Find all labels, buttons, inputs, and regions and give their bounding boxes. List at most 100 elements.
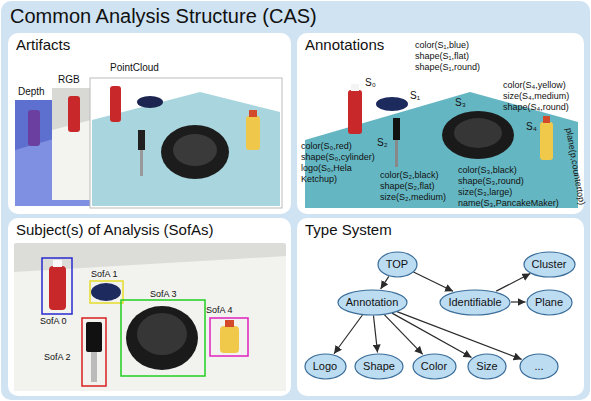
sofa-box <box>121 300 205 376</box>
image-label: RGB <box>58 74 80 86</box>
type-ellipse: Annotation <box>337 289 408 316</box>
sofa-label: SofA 2 <box>44 352 71 363</box>
main-title: Common Analysis Structure (CAS) <box>10 4 317 28</box>
segment-id: S₀ <box>365 77 376 89</box>
ellipse-shape <box>524 252 575 277</box>
type-name: Cluster <box>532 258 567 271</box>
ellipse-shape <box>520 354 558 379</box>
ellipse-shape <box>440 290 510 315</box>
photo-spatula-handle <box>91 352 97 382</box>
ellipse-shape <box>338 290 407 315</box>
panel-heading: Type System <box>305 221 392 239</box>
annotation-fact: shape(S₁,flat) <box>415 51 469 62</box>
type-name: Shape <box>363 360 395 373</box>
inheritance-arrow <box>384 315 422 355</box>
pc-bottle-cap <box>249 110 257 117</box>
photo-ketchup <box>49 266 66 310</box>
annotation-fact: name(S₃,PancakeMaker) <box>458 198 559 209</box>
pc-spatula <box>138 130 145 150</box>
spatula-head <box>393 118 400 140</box>
type-name: Annotation <box>346 296 399 309</box>
type-name: Color <box>421 360 447 373</box>
annotation-fact: color(S₁,blue) <box>415 40 469 51</box>
type-ellipse: TOP <box>377 251 418 278</box>
segment-id: S₃ <box>455 97 466 109</box>
countertop-plane <box>305 92 578 208</box>
photo-yellow-bottle <box>220 326 239 353</box>
annotation-fact: shape(S₀,cylinder) <box>301 152 375 163</box>
panel-heading: Artifacts <box>16 36 70 54</box>
depth-bottle <box>28 110 40 146</box>
pc-bottle <box>110 86 121 122</box>
annotation-fact: color(S₂,black) <box>380 170 439 181</box>
type-ellipse: Plane <box>526 289 573 316</box>
annotation-fact: shape(S₃,round) <box>458 176 524 187</box>
ketchup-cap <box>351 84 359 91</box>
section-panel: Type SystemTOP Annotation Identifiable Clus… <box>297 218 584 396</box>
sofa-label: SofA 0 <box>40 316 67 327</box>
type-ellipse: Color <box>412 353 457 380</box>
sofa-photo <box>14 243 286 391</box>
type-name: Identifiable <box>448 296 501 309</box>
sofa-box <box>82 318 106 386</box>
pancake-maker-plate <box>454 118 502 148</box>
sofa-label: SofA 4 <box>206 305 233 316</box>
inheritance-arrow <box>381 276 389 289</box>
type-ellipse: Logo <box>304 353 347 380</box>
pancake-maker <box>442 111 514 159</box>
panel-heading: Subject(s) of Analysis (SofAs) <box>16 221 214 239</box>
type-name: Logo <box>313 360 337 373</box>
pc-pancake-plate <box>173 134 217 166</box>
panel-heading: Annotations <box>305 36 384 54</box>
photo-table <box>14 256 286 391</box>
annotation-fact: shape(S₂,flat) <box>380 181 435 192</box>
annotation-scene <box>305 84 578 208</box>
annotation-fact: color(S₀,red) <box>301 141 352 152</box>
type-ellipse: Shape <box>354 353 404 380</box>
type-name: Size <box>476 360 497 373</box>
sofa-label: SofA 3 <box>150 289 177 300</box>
sofa-box <box>42 258 72 314</box>
ketchup-bottle <box>348 90 362 134</box>
rgb-bottle <box>68 96 80 132</box>
pc-plate <box>137 96 163 108</box>
inheritance-arrow <box>397 312 522 360</box>
ellipse-shape <box>355 354 403 379</box>
type-ellipse: Size <box>467 353 507 380</box>
photo-pancake-maker <box>126 306 198 370</box>
annotation-fact: shape(S₄,round) <box>503 102 569 113</box>
annotation-fact: color(S₄,yellow) <box>503 80 566 91</box>
type-ellipse: Cluster <box>523 251 576 278</box>
annotation-fact: size(S₂,medium) <box>380 192 446 203</box>
inheritance-arrow <box>373 315 377 352</box>
sofa-box <box>90 281 123 303</box>
annotation-fact: size(S₃,large) <box>458 187 512 198</box>
yellow-bottle-cap <box>543 116 550 123</box>
annotation-fact: color(S₃,black) <box>458 165 517 176</box>
inheritance-arrow <box>511 301 526 302</box>
ellipse-shape <box>378 252 417 277</box>
ellipse-shape <box>468 354 506 379</box>
annotation-fact: size(S₄,medium) <box>503 91 569 102</box>
inheritance-arrow <box>496 274 530 292</box>
annotation-fact: logo(S₀,Hela Ketchup) <box>301 163 365 185</box>
type-name: ... <box>534 360 543 373</box>
yellow-bottle <box>540 122 553 160</box>
segment-id: S₂ <box>377 137 388 149</box>
ellipse-shape <box>305 354 346 379</box>
inheritance-arrow <box>413 272 453 291</box>
type-ellipse: Identifiable <box>439 289 511 316</box>
inheritance-arrow <box>334 315 362 354</box>
ellipse-shape <box>527 290 572 315</box>
photo-spatula-head <box>86 322 102 352</box>
photo-ketchup-cap <box>53 260 62 267</box>
annotation-fact: shape(S₁,round) <box>415 62 480 73</box>
type-name: Plane <box>535 296 563 309</box>
pc-pancake-maker <box>161 125 229 179</box>
plate <box>376 97 408 111</box>
pointcloud-image <box>90 78 282 208</box>
sofa-box <box>210 318 248 356</box>
image-label: Depth <box>18 86 45 98</box>
ellipse-shape <box>413 354 456 379</box>
type-ellipse: ... <box>519 353 559 380</box>
